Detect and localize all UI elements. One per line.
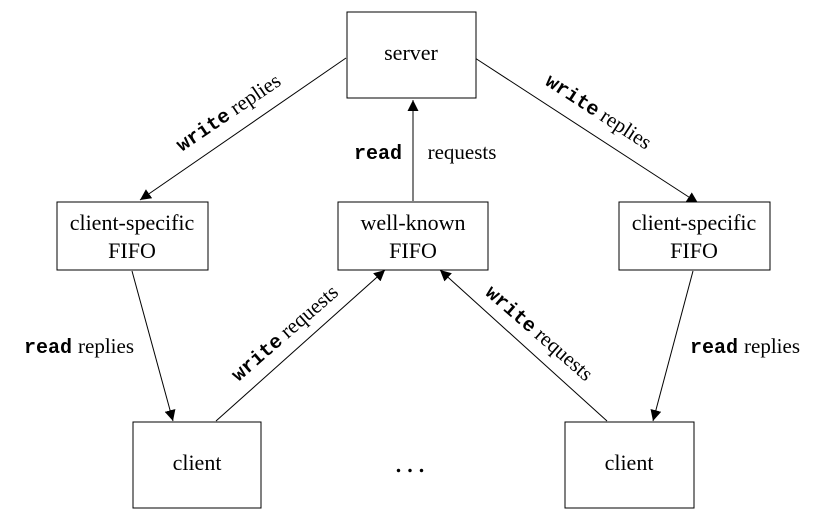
op-read: read <box>24 337 72 360</box>
client-left-box: client <box>132 421 262 509</box>
server-box: server <box>346 11 477 99</box>
edge-server-to-left-fifo <box>139 57 347 201</box>
well-known-fifo-label-line1: well-known <box>360 210 465 235</box>
label-client-left-to-wellknown: write requests <box>226 280 344 388</box>
label-wellknown-to-server-op: read <box>354 143 402 166</box>
more-clients-ellipsis: ... <box>395 446 430 479</box>
edge-server-to-right-fifo <box>474 57 699 204</box>
edge-client-right-to-wellknown <box>439 269 608 422</box>
client-specific-fifo-right-box: client-specific FIFO <box>618 201 771 271</box>
fifo-right-label-line1: client-specific <box>632 210 757 235</box>
server-label: server <box>384 40 438 65</box>
op-read: read <box>690 337 738 360</box>
op-write: write <box>480 282 540 339</box>
well-known-fifo-label-line2: FIFO <box>389 238 437 263</box>
label-client-right-to-wellknown: write requests <box>480 280 598 388</box>
client-left-label: client <box>173 450 222 475</box>
label-wellknown-to-server-text: requests <box>428 140 497 164</box>
fifo-left-label-line2: FIFO <box>108 238 156 263</box>
client-right-label: client <box>605 450 654 475</box>
op-write: write <box>228 331 288 388</box>
edge-right-fifo-to-client <box>650 270 694 422</box>
edge-left-fifo-to-client <box>131 270 176 422</box>
fifo-right-label-line2: FIFO <box>670 238 718 263</box>
fifo-left-label-line1: client-specific <box>70 210 195 235</box>
label-server-to-left-fifo: write replies <box>171 68 286 157</box>
client-specific-fifo-left-box: client-specific FIFO <box>56 201 209 271</box>
op-write: write <box>173 105 236 158</box>
edge-client-left-to-wellknown <box>215 269 386 422</box>
op-write: write <box>540 71 603 123</box>
well-known-fifo-box: well-known FIFO <box>337 201 489 271</box>
client-right-box: client <box>564 421 695 509</box>
